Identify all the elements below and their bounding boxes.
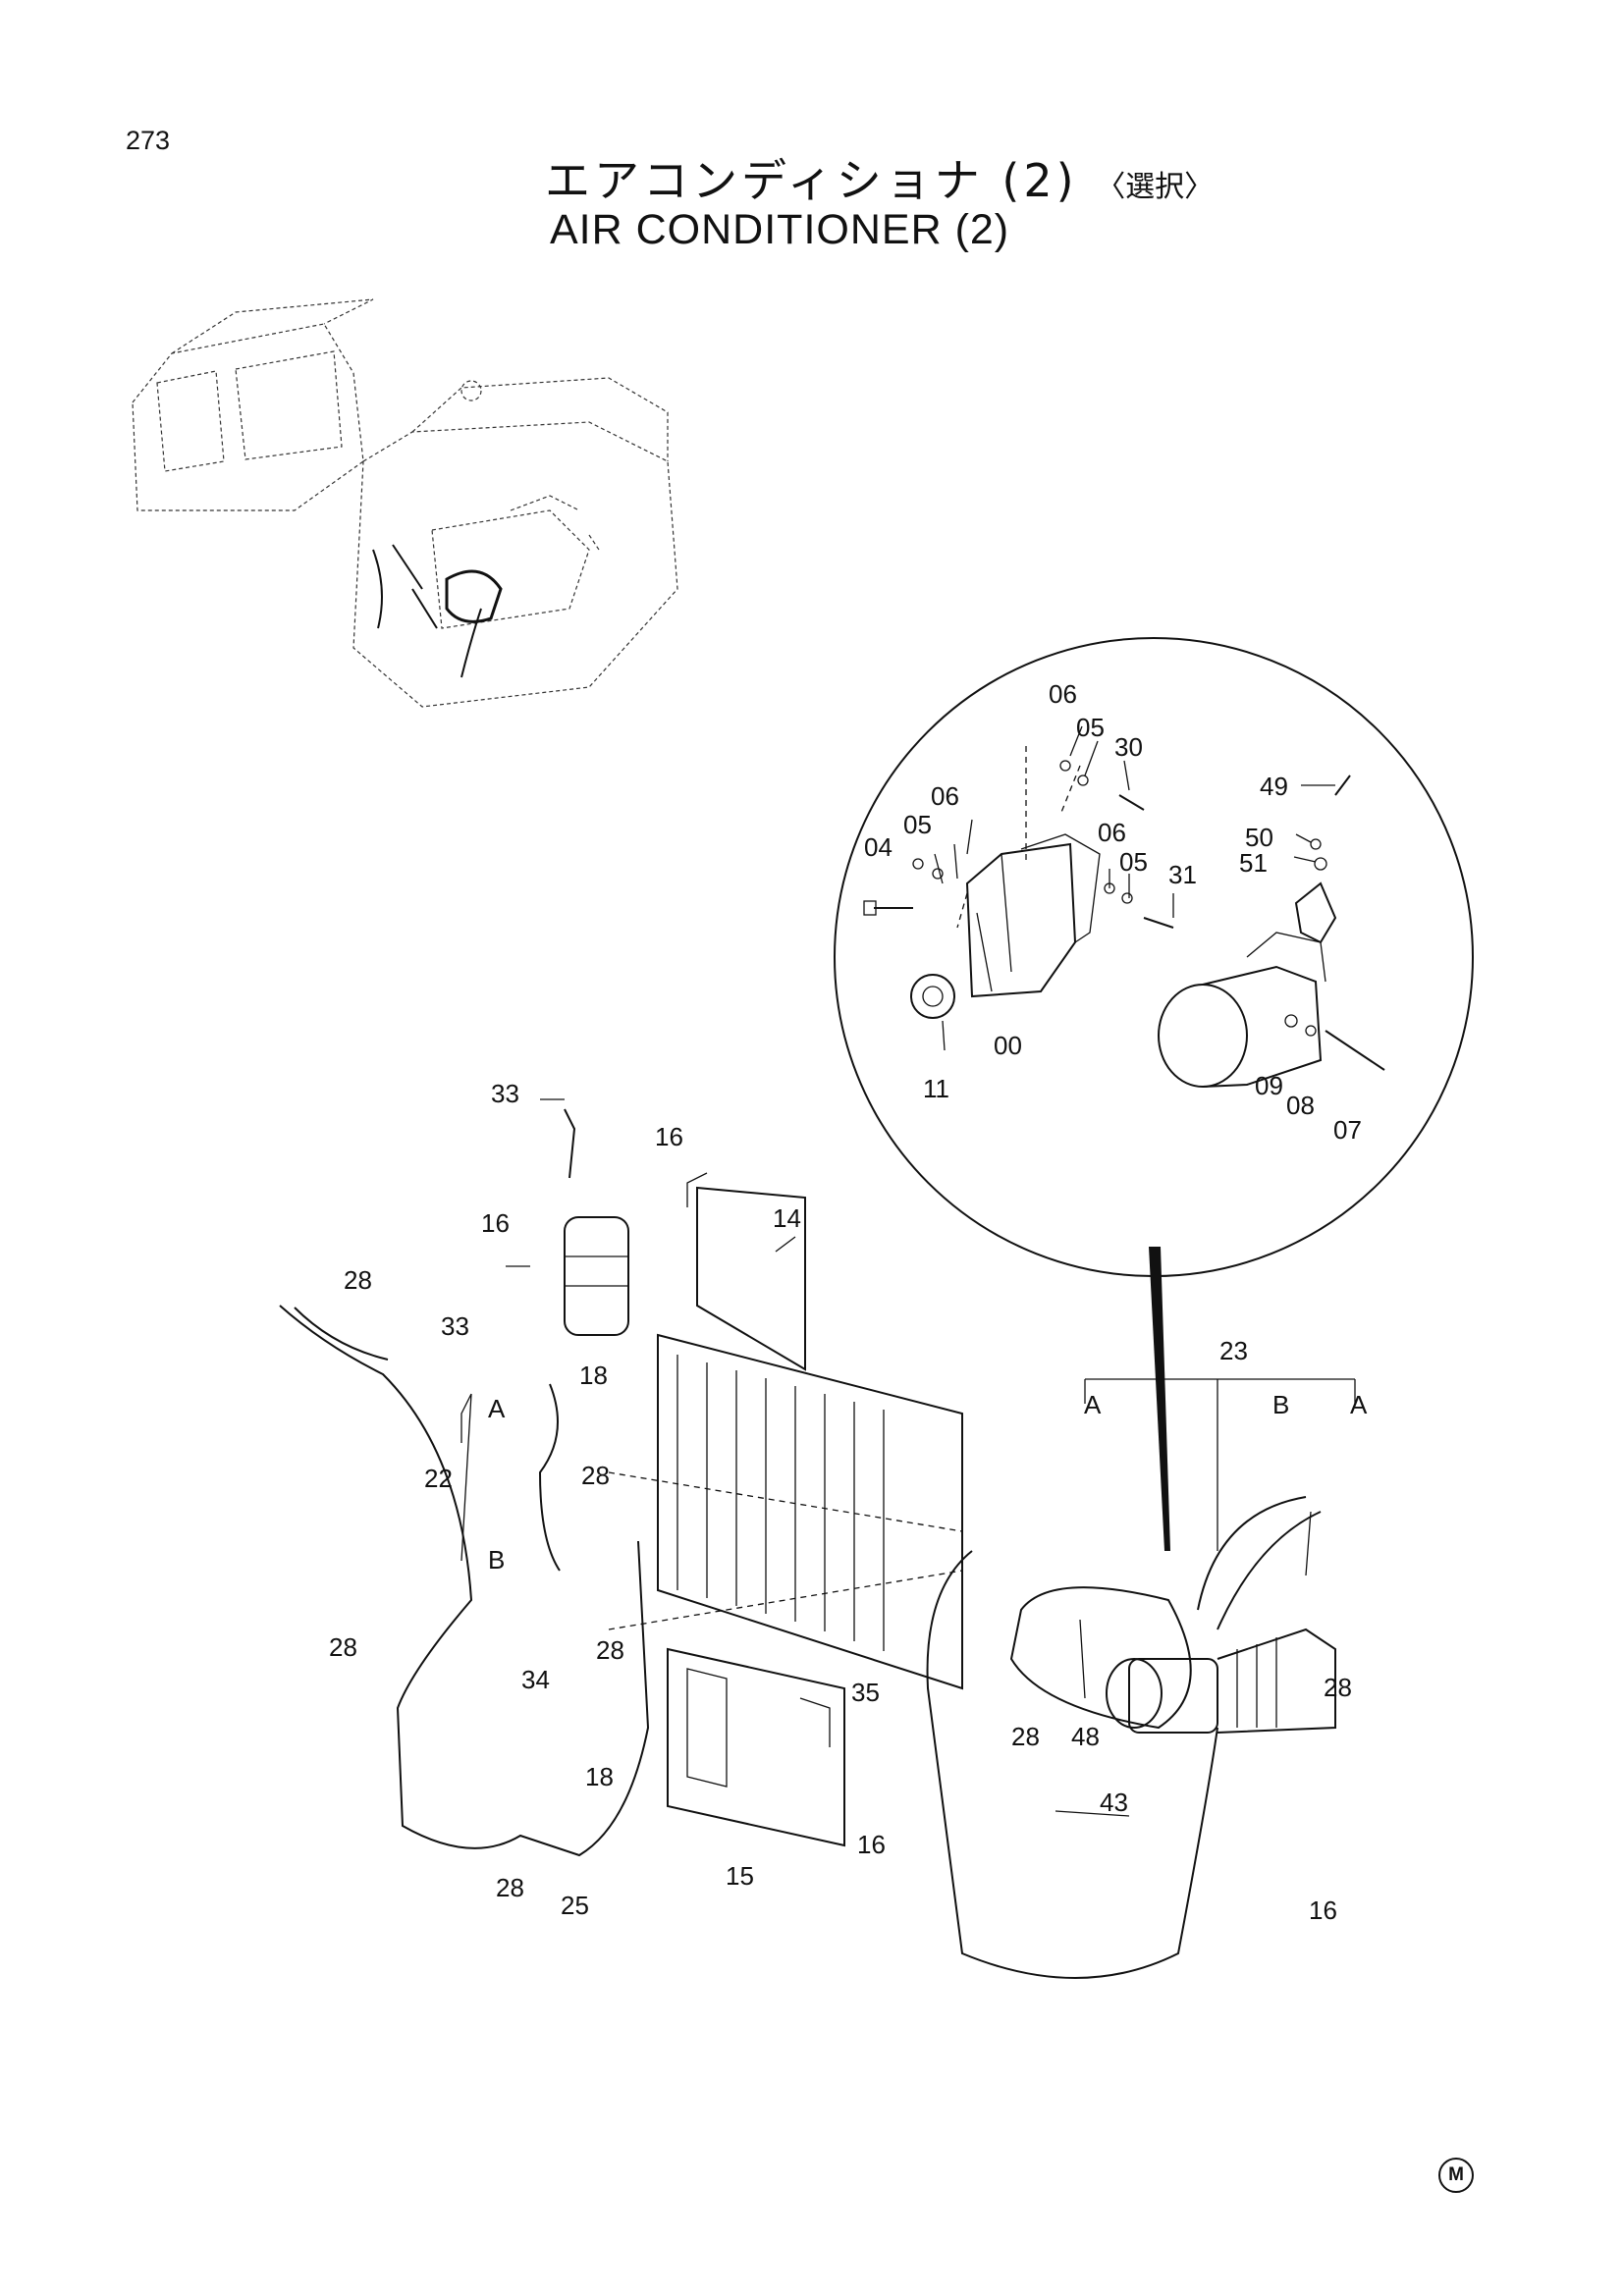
callout-label: 43: [1100, 1788, 1128, 1817]
callout-label: 33: [491, 1079, 519, 1108]
callout-label: 08: [1286, 1091, 1315, 1120]
callout-label: 06: [1049, 679, 1077, 709]
callout-label: 06: [931, 781, 959, 811]
callout-label: 18: [585, 1762, 614, 1791]
callout-label: 06: [1098, 818, 1126, 847]
leader-lines: [460, 725, 1356, 1817]
callout-label: 48: [1071, 1722, 1100, 1751]
callout-label: 50: [1245, 823, 1273, 852]
callout-label: 28: [1011, 1722, 1040, 1751]
callout-label: 28: [344, 1265, 372, 1295]
compressor-assembly: [1106, 1628, 1336, 1734]
callout-label: A: [1350, 1390, 1368, 1419]
callout-label: A: [488, 1394, 506, 1423]
condenser-assembly: [564, 1108, 963, 1847]
callout-label: 05: [903, 810, 932, 839]
detail-inset: [834, 637, 1474, 1551]
callout-label: 16: [481, 1208, 510, 1238]
callout-label: 16: [857, 1830, 886, 1859]
registered-mark-icon: M: [1438, 2158, 1474, 2193]
callout-label: 18: [579, 1361, 608, 1390]
callout-label: 35: [851, 1678, 880, 1707]
title-japanese: エアコンディショナ (2) 〈選択〉: [545, 145, 1214, 210]
title-option-label: 〈選択〉: [1096, 170, 1215, 204]
callout-label: 05: [1119, 847, 1148, 877]
callout-label: B: [1272, 1390, 1289, 1419]
callout-label: 16: [1309, 1896, 1337, 1925]
callout-label: 04: [864, 832, 893, 862]
callout-label: 28: [329, 1632, 357, 1662]
callout-label: 25: [561, 1891, 589, 1920]
callout-label: 16: [655, 1122, 683, 1151]
callout-labels: 06 05 30 49 06 05 04 06 05 31 50 51 00 1…: [329, 679, 1368, 1925]
callout-label: 23: [1219, 1336, 1248, 1365]
callout-label: 34: [521, 1665, 550, 1694]
callout-label: 05: [1076, 713, 1105, 742]
callout-label: 51: [1239, 848, 1268, 878]
hose-routing: [279, 1305, 1322, 1979]
callout-label: 28: [1324, 1673, 1352, 1702]
page-number: 273: [126, 126, 171, 155]
callout-label: 09: [1255, 1071, 1283, 1100]
callout-label: A: [1084, 1390, 1102, 1419]
callout-label: B: [488, 1545, 505, 1575]
callout-label: 11: [923, 1074, 949, 1103]
callout-label: 07: [1333, 1115, 1362, 1145]
callout-label: 28: [581, 1461, 610, 1490]
callout-label: 14: [773, 1203, 801, 1233]
callout-label: 30: [1114, 732, 1143, 762]
callout-label: 15: [726, 1861, 754, 1891]
callout-label: 00: [994, 1031, 1022, 1060]
excavator-overview-illustration: [132, 298, 678, 708]
title-english: AIR CONDITIONER (2): [550, 206, 1010, 253]
callout-label: 33: [441, 1311, 469, 1341]
callout-label: 28: [496, 1873, 524, 1902]
callout-label: 28: [596, 1635, 624, 1665]
title-japanese-text: エアコンディショナ (2): [545, 154, 1078, 207]
callout-label: 22: [424, 1464, 453, 1493]
detail-pointer: [1149, 1247, 1170, 1551]
callout-label: 31: [1168, 860, 1197, 889]
callout-label: 49: [1260, 772, 1288, 801]
